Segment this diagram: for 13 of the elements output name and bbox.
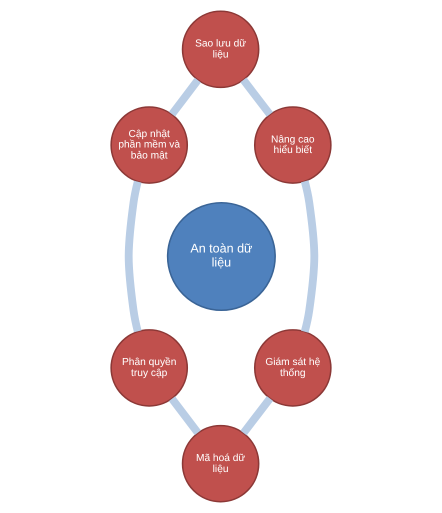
node-circle: Cập nhật phần mềm và bảo mật — [110, 106, 188, 184]
node-circle: Phân quyền truy cập — [110, 329, 188, 407]
connector — [124, 180, 142, 332]
connector — [300, 180, 318, 333]
node-circle: Giám sát hệ thống — [254, 329, 332, 407]
connector — [168, 396, 201, 436]
node-circle: Sao lưu dữ liệu — [182, 10, 260, 88]
node-circle: Mã hoá dữ liệu — [182, 424, 260, 503]
connector — [168, 78, 201, 117]
connector — [240, 396, 274, 436]
connector — [240, 78, 273, 117]
node-circle: An toàn dữ liệu — [166, 202, 276, 312]
node-circle: Nâng cao hiểu biết — [254, 106, 332, 184]
